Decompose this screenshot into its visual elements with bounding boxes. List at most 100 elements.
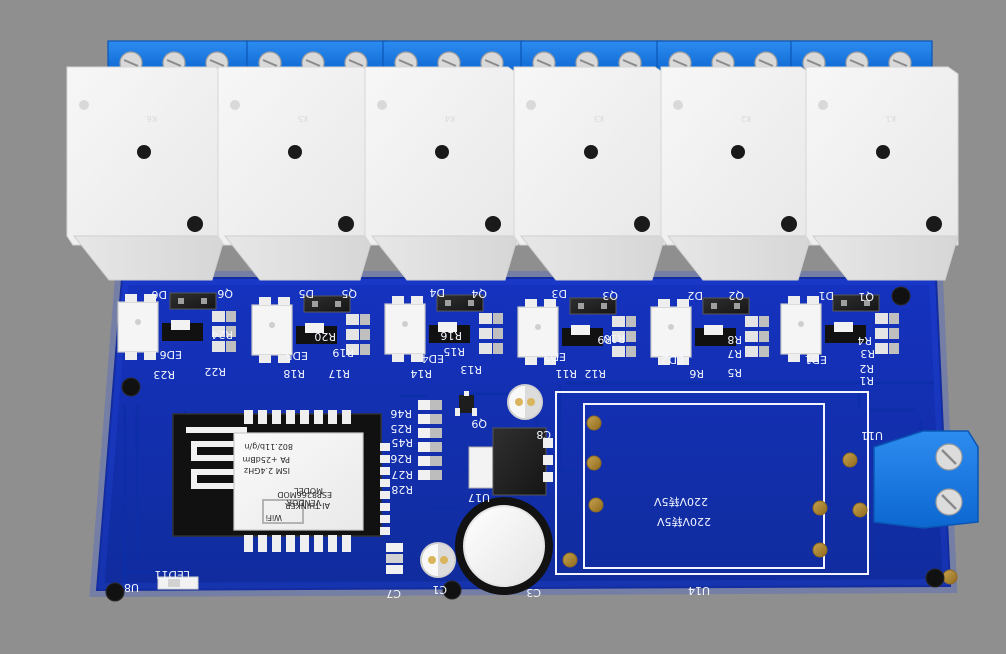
relay-hole: [288, 145, 302, 159]
esp8266-side-pad: [380, 527, 390, 535]
channel-block-6: [780, 294, 899, 362]
channel-block-1: [117, 292, 236, 360]
capacitor-c3: [455, 497, 553, 595]
relay-front-face: [72, 235, 226, 281]
q9-body: [459, 395, 474, 413]
esp8266-bottom-pad: [314, 535, 323, 552]
channel-block-5: [650, 297, 769, 365]
relay-top-mark: [79, 100, 89, 110]
resistor-pad: [612, 331, 625, 342]
regulator-tab: [468, 446, 494, 489]
relay-hole: [338, 216, 354, 232]
lower-silk-label: R22: [204, 365, 226, 378]
u14-pad: [588, 497, 604, 513]
lower-silk-label: ED6: [160, 348, 182, 361]
esp8266-bottom-pad: [286, 535, 295, 552]
resistor-stack-pad: [418, 400, 430, 410]
channel-block-2: [251, 295, 370, 363]
c7-pad: [386, 554, 403, 563]
diode-lead: [312, 301, 318, 307]
q9-transistor: [455, 391, 477, 416]
resistor-stack-pad: [430, 428, 442, 438]
relay-front-face: [223, 235, 374, 281]
center-label: C3: [526, 586, 541, 599]
optocoupler-bottom-pin: [411, 354, 423, 362]
diode-lead: [734, 303, 740, 309]
led-lens: [834, 322, 853, 332]
center-label: C7: [386, 587, 401, 600]
relay-label: K4: [445, 114, 455, 123]
resistor-stack-pad: [430, 414, 442, 424]
q9-pin: [464, 391, 469, 396]
diode-lead: [711, 303, 717, 309]
esp8266-wifi-mark: [262, 499, 304, 524]
relay-label: K3: [594, 114, 604, 123]
esp8266-bottom-pad: [258, 535, 267, 552]
optocoupler-top-pin: [278, 297, 290, 305]
relay-6: K1: [805, 66, 959, 281]
top-silk-label: Q3: [602, 289, 618, 302]
lower-silk-label: R5: [727, 366, 742, 379]
relay-top-mark: [673, 100, 683, 110]
resistor-pad: [346, 344, 359, 355]
resistor-cap: [493, 328, 503, 339]
optocoupler-top-pin: [544, 299, 556, 307]
optocoupler-bottom-pin: [278, 355, 290, 363]
terminal-screw-slot: [262, 59, 278, 67]
mounting-hole: [925, 568, 945, 588]
esp8266-top-pad: [328, 410, 337, 424]
resistor-pad: [745, 331, 758, 342]
led-lens: [438, 322, 457, 332]
capacitor-c8: [507, 384, 543, 420]
optocoupler-body: [650, 306, 692, 358]
optocoupler-body: [117, 301, 159, 353]
relay-front-face: [666, 235, 812, 281]
optocoupler-bottom-pin: [677, 357, 689, 365]
esp8266-top-pad: [244, 410, 253, 424]
terminal-screw-slot: [441, 59, 457, 67]
center-label: U8: [124, 581, 139, 594]
esp8266-text-line: 802.11b/g/n: [244, 442, 293, 451]
optocoupler-top-pin: [392, 296, 404, 304]
optocoupler-mark: [135, 319, 141, 325]
mounting-hole: [121, 377, 141, 397]
led11-lens: [168, 579, 180, 587]
optocoupler-top-pin: [807, 296, 819, 304]
resistor-stack-label: R26: [390, 452, 412, 465]
esp8266-text-line: MODEL: [294, 486, 323, 495]
resistor-cap: [889, 313, 899, 324]
relay-2: K5: [217, 66, 374, 281]
resistor-stack-label: R28: [391, 483, 413, 496]
esp8266-bottom-pad: [300, 535, 309, 552]
esp8266-bottom-pad: [272, 535, 281, 552]
resistor-pad: [346, 314, 359, 325]
esp8266-side-pad: [380, 503, 390, 511]
q9-pin: [472, 408, 477, 416]
lower-silk-label: R23: [153, 368, 175, 381]
channel-block-3: [384, 294, 503, 362]
resistor-cap: [626, 316, 636, 327]
esp8266-top-pad: [258, 410, 267, 424]
top-silk-label: Q2: [728, 289, 744, 302]
lower-silk-label: R19: [332, 346, 354, 359]
optocoupler-top-pin: [411, 296, 423, 304]
esp8266-side-pad: [380, 515, 390, 523]
u14-pad: [562, 552, 578, 568]
diode-lead: [335, 301, 341, 307]
optocoupler-mark: [535, 324, 541, 330]
esp8266-text-line: ESP8266MOD: [277, 490, 332, 499]
top-silk-label: D5: [299, 287, 314, 300]
lower-silk-label: R18: [283, 367, 305, 380]
resistor-stack-pad: [430, 456, 442, 466]
diode-lead: [178, 298, 184, 304]
resistor-stack-pad: [418, 442, 430, 452]
optocoupler-bottom-pin: [259, 355, 271, 363]
resistor-cap: [360, 329, 370, 340]
esp8266-side-pad: [380, 443, 390, 451]
led-lens: [704, 325, 723, 335]
esp8266-bottom-pad: [342, 535, 351, 552]
resistor-pad: [612, 346, 625, 357]
center-label: C8: [536, 428, 551, 441]
